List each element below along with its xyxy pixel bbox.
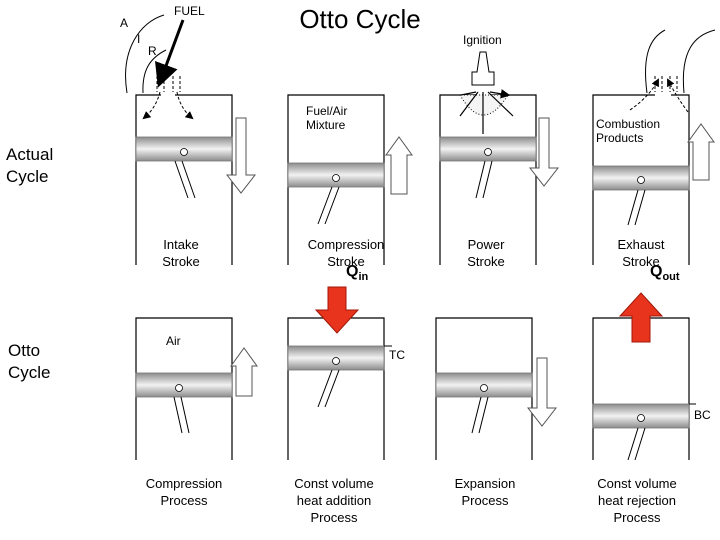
- otto-cylinder-3-expansion: [435, 317, 558, 460]
- row-label-otto: Otto Cycle: [8, 340, 51, 384]
- down-arrow: [528, 117, 560, 187]
- connecting-rod: [475, 160, 493, 199]
- caption-expansion-process: Expansion Process: [410, 475, 560, 509]
- heat-in-subscript: in: [358, 271, 369, 283]
- label-fuel-air-line2: Mixture: [306, 118, 346, 132]
- caption-line: heat rejection: [597, 493, 677, 508]
- caption-line: heat addition: [296, 493, 372, 508]
- label-A: A: [120, 16, 129, 30]
- caption-line: Exhaust: [617, 237, 665, 252]
- heat-out-label: Qout: [650, 263, 680, 283]
- otto-cylinder-2-heat-addition: [287, 286, 392, 460]
- wrist-pin: [175, 384, 183, 392]
- caption-heat-addition-process: Const volume heat addition Process: [259, 475, 409, 526]
- caption-power-stroke: Power Stroke: [411, 236, 561, 270]
- spark-plug: [471, 51, 495, 86]
- caption-line: Process: [461, 493, 509, 508]
- page-title: Otto Cycle: [299, 4, 421, 34]
- caption-exhaust-stroke: Exhaust Stroke: [566, 236, 716, 270]
- connecting-rod: [317, 369, 340, 408]
- actual-cylinder-3-power: [439, 51, 560, 265]
- wrist-pin: [332, 174, 340, 182]
- caption-line: Const volume: [294, 476, 374, 491]
- wrist-pin: [332, 357, 340, 365]
- caption-line: Stroke: [467, 254, 505, 269]
- caption-line: Expansion: [454, 476, 516, 491]
- label-air: Air: [166, 334, 181, 348]
- label-ignition: Ignition: [463, 33, 502, 47]
- caption-line: Stroke: [622, 254, 660, 269]
- caption-line: Process: [613, 510, 661, 525]
- heat-in-arrow: [314, 286, 360, 334]
- caption-line: Intake: [163, 237, 199, 252]
- down-arrow: [526, 357, 558, 427]
- label-combustion-line1: Combustion: [596, 117, 661, 131]
- piston: [592, 403, 690, 429]
- combustion-arrows: [459, 92, 513, 134]
- otto-cylinder-1-compression: [135, 317, 258, 460]
- caption-compression-stroke: Compression Stroke: [271, 236, 421, 270]
- label-combustion-products: Combustion Products: [596, 117, 660, 145]
- caption-line: Stroke: [162, 254, 200, 269]
- heat-in-label: Qin: [346, 263, 368, 283]
- wrist-pin: [180, 148, 188, 156]
- label-fuel: FUEL: [174, 4, 205, 18]
- connecting-rod: [174, 160, 196, 199]
- fuel-arrow: [155, 19, 185, 88]
- wrist-pin: [484, 148, 492, 156]
- row-label-actual: Actual Cycle: [6, 144, 53, 188]
- caption-line: Process: [160, 493, 208, 508]
- up-arrow: [687, 123, 715, 181]
- row-label-otto-line2: Cycle: [8, 363, 51, 382]
- otto-cylinder-4-heat-rejection: [592, 292, 696, 461]
- actual-cylinder-4-exhaust: [592, 29, 716, 265]
- row-label-actual-line2: Cycle: [6, 167, 49, 186]
- actual-cylinder-1-intake: [125, 14, 257, 265]
- wrist-pin: [637, 176, 645, 184]
- up-arrow: [385, 136, 413, 195]
- heat-out-arrow: [618, 292, 664, 343]
- caption-intake-stroke: Intake Stroke: [106, 236, 256, 270]
- caption-line: Power: [467, 237, 505, 252]
- down-arrow: [225, 117, 257, 194]
- label-I: I: [137, 32, 141, 46]
- connecting-rod: [317, 186, 340, 225]
- caption-line: Const volume: [597, 476, 677, 491]
- caption-compression-process: Compression Process: [109, 475, 259, 509]
- connecting-rod: [173, 396, 190, 434]
- label-R: R: [148, 44, 157, 58]
- wrist-pin: [480, 384, 488, 392]
- actual-cylinder-2-compression: [287, 94, 413, 265]
- connecting-rod: [627, 427, 646, 461]
- caption-line: Compression: [307, 237, 385, 252]
- label-combustion-line2: Products: [596, 131, 644, 145]
- label-bc: BC: [694, 408, 711, 422]
- label-tc: TC: [389, 348, 405, 362]
- label-fuel-air-line1: Fuel/Air: [306, 104, 348, 118]
- wrist-pin: [637, 414, 645, 422]
- label-fuel-air-mixture: Fuel/Air Mixture: [306, 104, 347, 132]
- caption-line: Compression: [145, 476, 223, 491]
- up-arrow: [230, 347, 258, 397]
- heat-out-symbol: Q: [650, 263, 663, 280]
- caption-heat-rejection-process: Const volume heat rejection Process: [562, 475, 712, 526]
- connecting-rod: [471, 396, 489, 434]
- row-label-otto-line1: Otto: [8, 341, 41, 360]
- piston: [135, 372, 233, 398]
- heat-out-subscript: out: [662, 271, 680, 283]
- caption-line: Stroke: [327, 254, 365, 269]
- row-label-actual-line1: Actual: [6, 145, 54, 164]
- caption-line: Process: [310, 510, 358, 525]
- heat-in-symbol: Q: [346, 263, 359, 280]
- connecting-rod: [627, 189, 646, 226]
